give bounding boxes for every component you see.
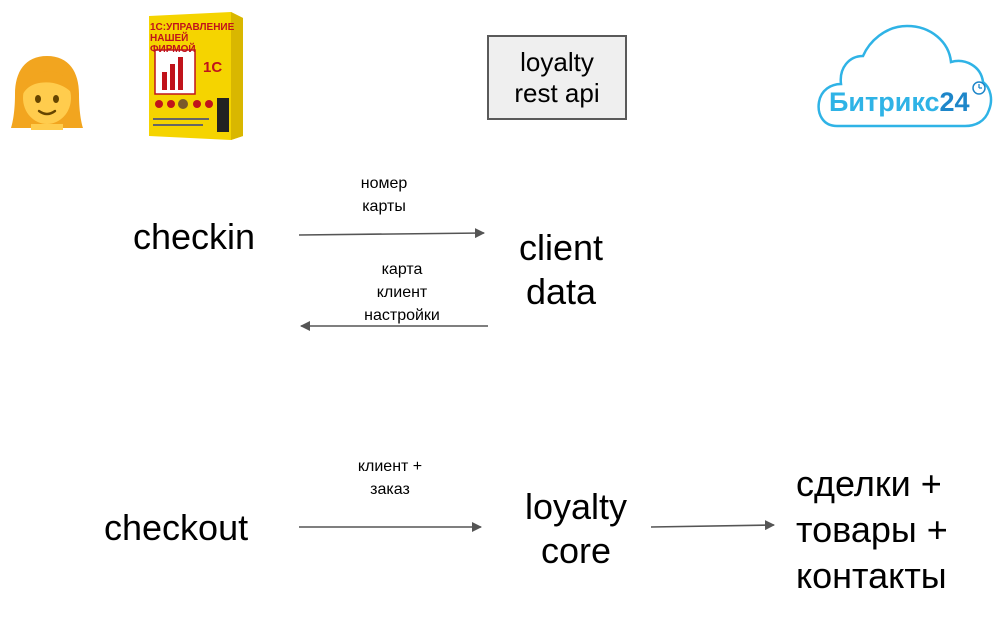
svg-text:1C: 1C bbox=[203, 59, 222, 76]
response-label-line1: карта bbox=[381, 261, 423, 278]
1c-product-box-icon: 1C bbox=[149, 12, 243, 140]
request-label-card-number: номер карты bbox=[345, 172, 423, 218]
loyalty-core-node: loyalty core bbox=[512, 485, 640, 573]
rest-box-line2: rest api bbox=[514, 77, 600, 108]
checkout-node: checkout bbox=[104, 507, 249, 548]
loyalty-rest-api-box: loyalty rest api bbox=[487, 35, 627, 120]
request-label-line1: номер bbox=[360, 175, 408, 192]
order-label-line1: клиент + bbox=[357, 458, 423, 475]
bitrix24-num: 24 bbox=[939, 87, 970, 117]
arrow-checkin-to-client bbox=[298, 228, 485, 239]
order-label-line2: заказ bbox=[370, 481, 410, 498]
response-label-line2: клиент bbox=[376, 284, 428, 301]
response-label: карта клиент настройки bbox=[347, 258, 457, 327]
response-label-line3: настройки bbox=[364, 307, 440, 324]
bitrix24-cloud-icon bbox=[817, 24, 993, 128]
bitrix24-name: Битрикс bbox=[829, 87, 940, 117]
loyalty-core-line2: core bbox=[540, 530, 612, 571]
crm-output-line3: контакты bbox=[796, 555, 947, 596]
1c-logo-title: 1С:УПРАВЛЕНИЕ НАШЕЙ ФИРМОЙ bbox=[150, 22, 235, 55]
crm-output-node: сделки + товары + контакты bbox=[796, 461, 948, 599]
crm-output-line2: товары + bbox=[796, 509, 948, 550]
checkin-node: checkin bbox=[133, 216, 256, 257]
client-data-line1: client bbox=[518, 227, 604, 268]
client-data-node: client data bbox=[500, 226, 622, 314]
rest-box-line1: loyalty bbox=[520, 46, 594, 77]
loyalty-core-line1: loyalty bbox=[524, 486, 628, 527]
1c-logo-line1: 1С:УПРАВЛЕНИЕ bbox=[150, 22, 235, 33]
arrow-core-to-crm bbox=[650, 520, 775, 531]
woman-emoji-icon bbox=[11, 56, 83, 130]
crm-output-line1: сделки + bbox=[796, 463, 942, 504]
request-label-line2: карты bbox=[362, 198, 406, 215]
bitrix24-logo-text: Битрикс24 bbox=[829, 86, 970, 118]
1c-logo-line2: НАШЕЙ ФИРМОЙ bbox=[150, 33, 196, 55]
request-label-client-order: клиент + заказ bbox=[340, 455, 440, 501]
client-data-line2: data bbox=[525, 271, 597, 312]
